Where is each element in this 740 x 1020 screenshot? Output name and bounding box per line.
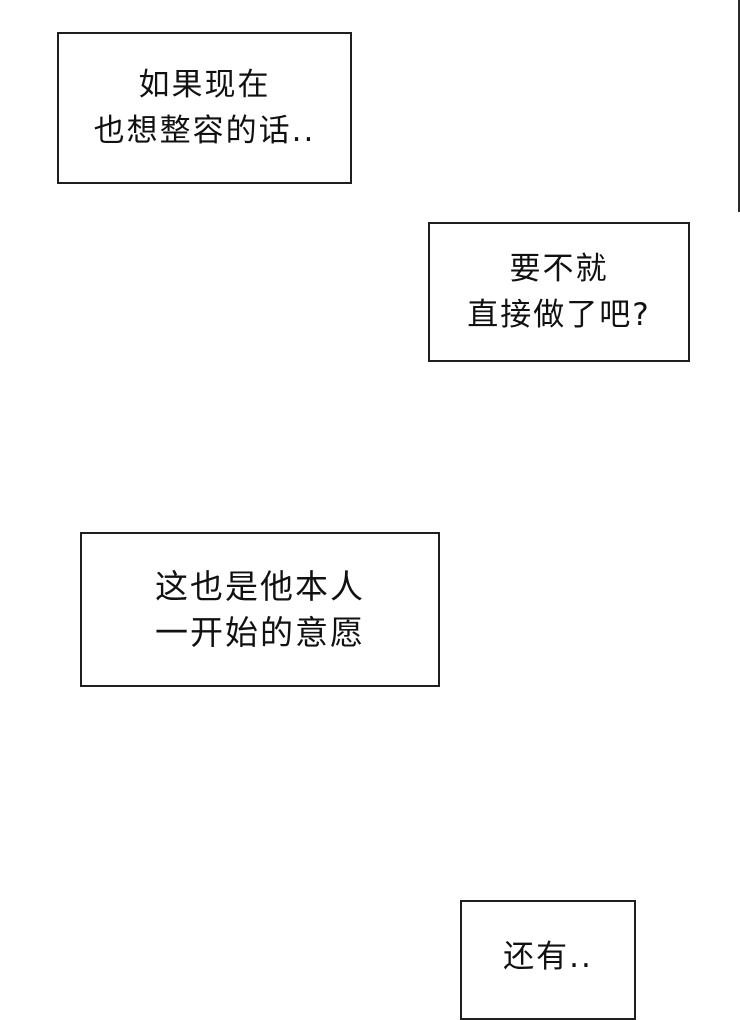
caption-box-3: 这也是他本人 一开始的意愿 <box>80 532 440 687</box>
caption-box-1: 如果现在 也想整容的话.. <box>57 32 352 184</box>
caption-text-line: 一开始的意愿 <box>155 612 365 652</box>
caption-text-line: 这也是他本人 <box>155 566 365 606</box>
caption-box-4: 还有.. <box>460 900 636 1020</box>
caption-text-line: 还有.. <box>503 939 593 975</box>
caption-text-line: 也想整容的话.. <box>93 113 316 149</box>
caption-text-line: 要不就 <box>509 251 609 287</box>
comic-page: 如果现在 也想整容的话.. 要不就 直接做了吧? 这也是他本人 一开始的意愿 还… <box>57 0 740 1020</box>
panel-edge-line <box>738 0 740 212</box>
caption-box-2: 要不就 直接做了吧? <box>428 222 690 362</box>
caption-text-line: 如果现在 <box>138 67 271 103</box>
caption-text-line: 直接做了吧? <box>467 297 651 333</box>
